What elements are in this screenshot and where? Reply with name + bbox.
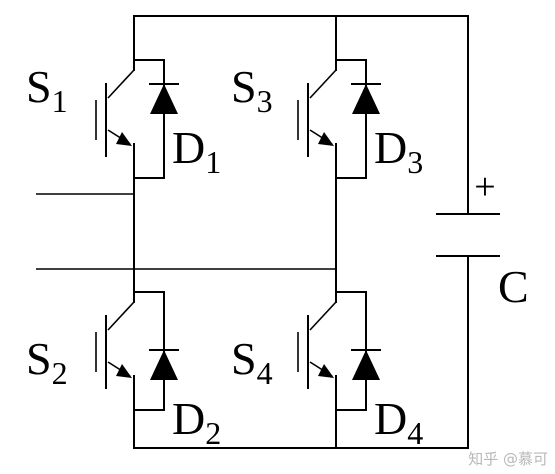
switch-label-s3: S3 [231,61,273,119]
freewheel-diode [133,59,179,179]
switch-label-s1: S1 [26,61,68,119]
igbt-symbol [297,291,337,411]
switch-label-s2: S2 [26,333,68,391]
switch-label-s4: S4 [231,333,273,391]
diode-label-d3: D3 [374,122,423,180]
capacitor-polarity-mark: + [474,166,495,208]
switch-cell-2 [95,291,179,411]
diode-label-d1: D1 [172,122,221,180]
freewheel-diode [335,291,381,411]
igbt-symbol [297,59,337,179]
dc-link-capacitor: + C [436,166,529,312]
leg-1-wiring [36,15,135,449]
switch-cell-3 [297,59,381,179]
switch-cell-4 [297,291,381,411]
dc-bus-wiring [133,15,469,449]
watermark-text: 知乎 @慕可 [468,450,548,468]
switch-cell-1 [95,59,179,179]
diode-label-d4: D4 [374,393,423,451]
igbt-symbol [95,291,135,411]
leg-2-wiring [36,15,337,449]
freewheel-diode [133,291,179,411]
diode-label-d2: D2 [172,393,221,451]
freewheel-diode [335,59,381,179]
capacitor-label: C [498,261,529,312]
igbt-symbol [95,59,135,179]
